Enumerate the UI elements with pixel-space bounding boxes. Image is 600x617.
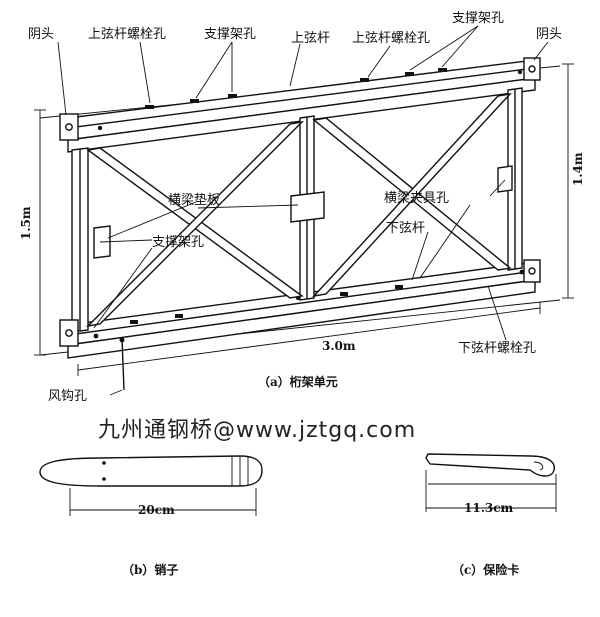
right-end-post	[507, 87, 523, 271]
dim-height-right: 1.4m	[571, 152, 585, 186]
label-female-end-right: 阴头	[536, 27, 562, 42]
right-diagonals	[312, 92, 512, 298]
watermark: 九州通钢桥@www.jztgq.com	[98, 418, 416, 443]
label-brace-hole-top-right: 支撑架孔	[452, 11, 504, 26]
caption-a: （a）桁架单元	[258, 374, 338, 389]
dim-clip-length: 11.3cm	[464, 501, 514, 515]
caption-c: （c）保险卡	[452, 562, 519, 577]
leader-lines	[57, 25, 549, 396]
left-end-post	[71, 147, 89, 333]
label-upper-chord: 上弦杆	[291, 30, 330, 46]
label-transom-clamp-hole: 横梁夹具孔	[384, 191, 449, 206]
dim-pin-length: 20cm	[138, 503, 175, 517]
caption-b: （b）销子	[122, 562, 178, 577]
label-upper-chord-bolt-hole-right: 上弦杆螺栓孔	[352, 30, 430, 46]
label-lower-chord: 下弦杆	[386, 220, 425, 236]
safety-clip	[425, 453, 557, 512]
label-brace-hole-mid: 支撑架孔	[152, 235, 204, 250]
end-connectors	[59, 57, 541, 347]
label-upper-chord-bolt-hole-left: 上弦杆螺栓孔	[88, 26, 166, 42]
label-brace-hole-top-left: 支撑架孔	[204, 27, 256, 42]
upper-chord-holes	[97, 68, 523, 131]
dimension-lines	[34, 63, 574, 376]
label-transom-pad: 横梁垫板	[168, 192, 220, 208]
dimension-text: 1.5m 1.4m 3.0m	[19, 152, 585, 353]
pin	[39, 455, 263, 516]
upper-chord	[67, 59, 536, 153]
dim-length: 3.0m	[322, 339, 356, 353]
truss-panel	[39, 57, 561, 391]
dim-height-total: 1.5m	[19, 206, 33, 240]
labels: 阴头 上弦杆螺栓孔 支撑架孔 上弦杆 上弦杆螺栓孔 支撑架孔 阴头 横梁垫板 横…	[28, 11, 562, 404]
label-female-end-left: 阴头	[28, 27, 54, 42]
label-wind-hook-hole: 风钩孔	[48, 389, 87, 404]
left-diagonals	[85, 120, 305, 328]
label-lower-chord-bolt-hole: 下弦杆螺栓孔	[458, 340, 536, 356]
